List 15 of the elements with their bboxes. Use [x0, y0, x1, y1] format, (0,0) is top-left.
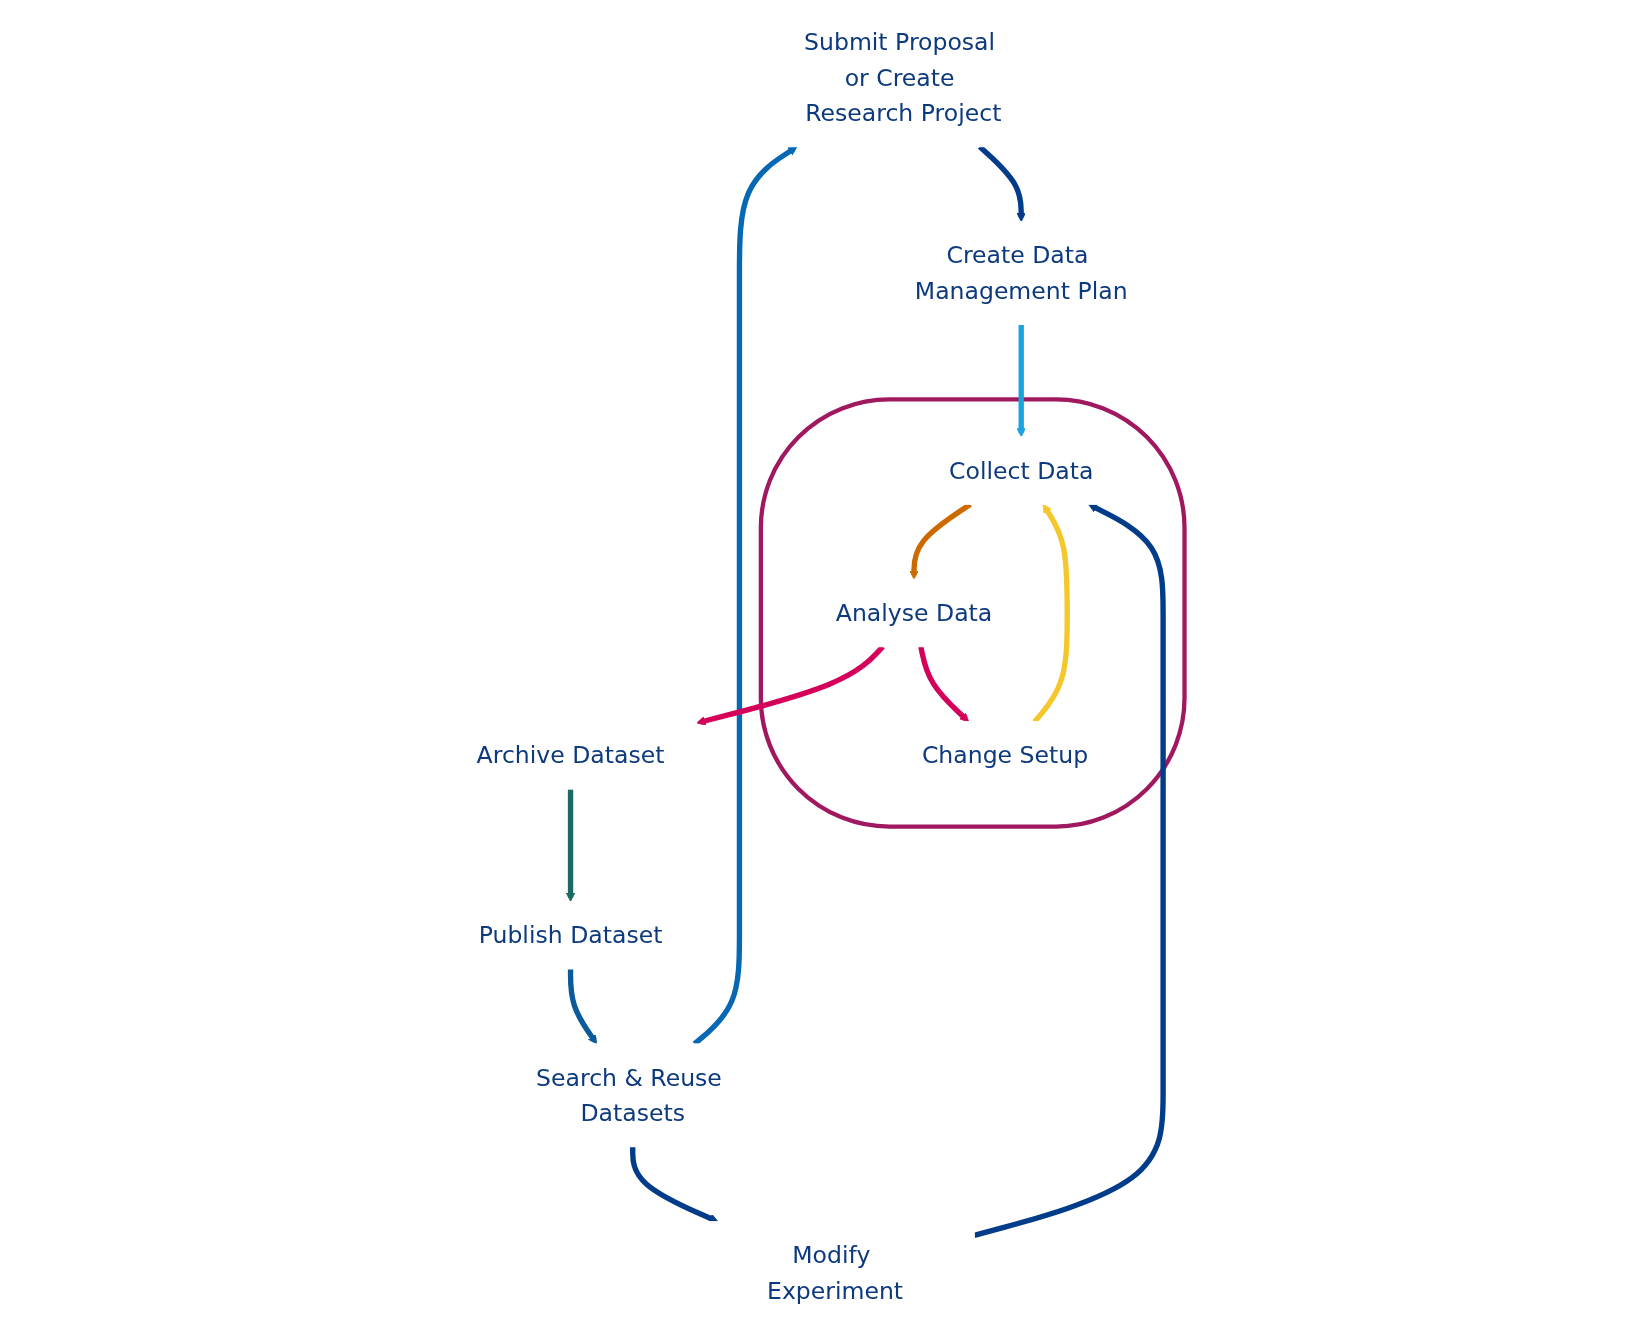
node-text: Change Setup	[921, 741, 1089, 769]
node-text: Modify Experiment	[767, 1241, 904, 1305]
node-text: Publish Dataset	[478, 921, 663, 949]
arrow	[918, 646, 970, 723]
arrow	[630, 1146, 719, 1223]
arrow	[567, 968, 598, 1045]
node-text: Submit Proposal or Create Research Project	[804, 28, 1002, 127]
node-text: Search & Reuse Datasets	[536, 1064, 722, 1127]
node-text: Archive Dataset	[476, 741, 665, 769]
node-text: Create Data Management Plan	[914, 241, 1128, 305]
node-text: Analyse Data	[835, 599, 993, 627]
arrow	[1016, 324, 1026, 438]
node-text: Collect Data	[949, 457, 1094, 484]
arrow	[565, 789, 576, 902]
cluster	[758, 397, 1187, 829]
